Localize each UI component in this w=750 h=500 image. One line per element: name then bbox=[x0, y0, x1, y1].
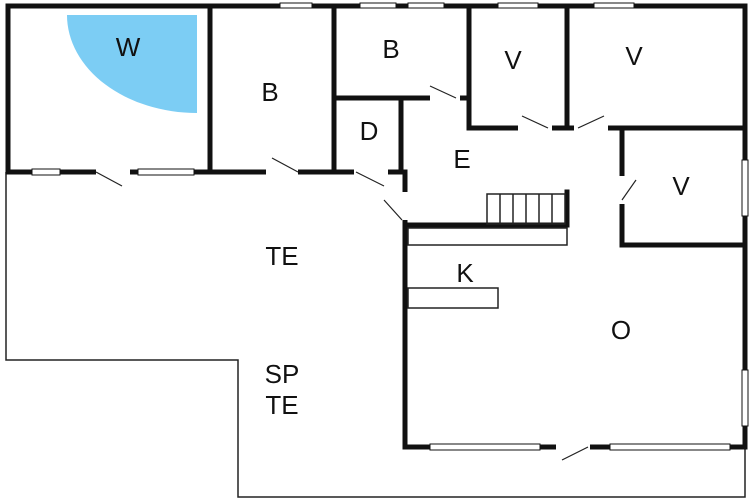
room-label-sp-te: TE bbox=[265, 390, 298, 420]
room-label-v3: V bbox=[672, 171, 690, 201]
room-label-o: O bbox=[611, 315, 631, 345]
room-label-e: E bbox=[453, 144, 470, 174]
room-label-d: D bbox=[360, 116, 379, 146]
kitchen-island bbox=[407, 287, 499, 309]
staircase bbox=[486, 193, 566, 225]
room-label-v2: V bbox=[625, 41, 643, 71]
whirlpool-icon bbox=[67, 15, 197, 113]
room-label-b1: B bbox=[261, 77, 278, 107]
room-label-b2: B bbox=[382, 34, 399, 64]
terrace-outline bbox=[5, 172, 746, 498]
doors bbox=[95, 85, 637, 461]
walls bbox=[5, 3, 748, 450]
room-label-w: W bbox=[116, 32, 141, 62]
windows bbox=[31, 2, 749, 451]
kitchen-counter bbox=[407, 227, 568, 246]
room-label-te: TE bbox=[265, 241, 298, 271]
room-label-k: K bbox=[456, 258, 474, 288]
room-label-v1: V bbox=[504, 45, 522, 75]
room-label-sp: SP bbox=[265, 359, 300, 389]
